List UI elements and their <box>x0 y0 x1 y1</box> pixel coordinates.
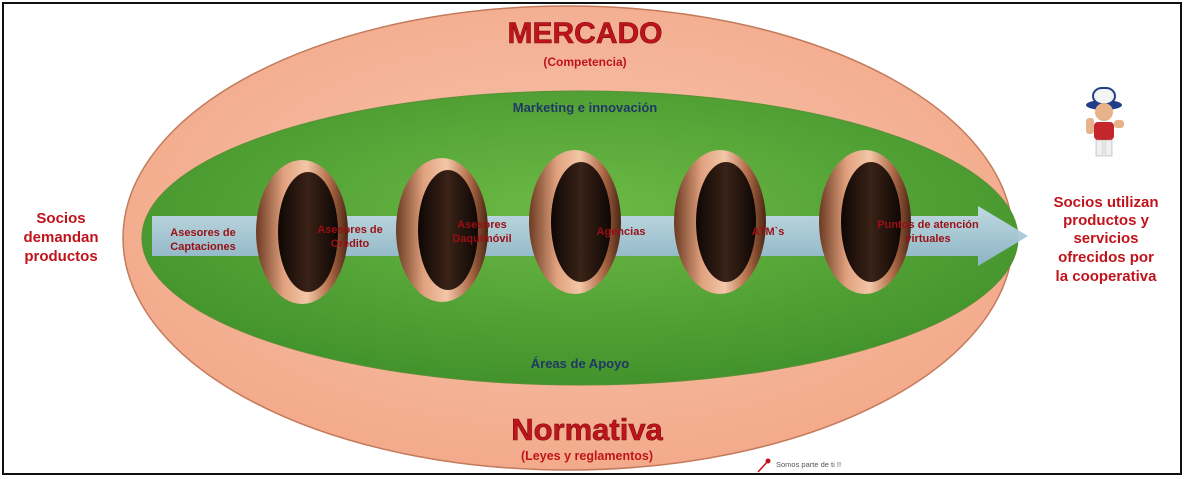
mascot-illustration <box>1086 87 1124 157</box>
channel-label-virtuales-l1: Puntos de atención <box>877 219 979 231</box>
slogan-text: Somos parte de ti !! <box>776 460 841 469</box>
channel-label-daquimovil-l2: Daquimóvil <box>452 233 511 245</box>
left-text-line-2: demandan <box>23 229 98 246</box>
channel-label-atm: ATM`s <box>752 226 785 238</box>
market-subtitle: (Competencia) <box>543 55 626 69</box>
left-text-line-1: Socios <box>36 210 85 227</box>
right-text-line-4: ofrecidos por <box>1058 249 1154 266</box>
ring-2 <box>396 158 488 302</box>
left-text-line-3: productos <box>24 248 97 265</box>
ring-5 <box>819 150 911 294</box>
right-text-line-5: la cooperativa <box>1056 268 1158 285</box>
right-text-line-3: servicios <box>1073 230 1138 247</box>
support-areas-label: Áreas de Apoyo <box>531 356 630 371</box>
ring-4 <box>674 150 766 294</box>
pin-icon <box>757 458 771 473</box>
ring-1 <box>256 160 348 304</box>
channel-label-daquimovil-l1: Asesores <box>457 219 507 231</box>
channel-label-agencias: Agencias <box>597 226 646 238</box>
market-title: MERCADO <box>508 17 663 50</box>
marketing-label: Marketing e innovación <box>513 100 658 115</box>
ring-3 <box>529 150 621 294</box>
channel-label-captaciones-l2: Captaciones <box>170 241 235 253</box>
regulation-subtitle: (Leyes y reglamentos) <box>521 449 653 463</box>
right-text-line-1: Socios utilizan <box>1053 194 1158 211</box>
right-text-line-2: productos y <box>1063 212 1149 229</box>
regulation-title: Normativa <box>511 412 663 447</box>
channel-label-virtuales-l2: virtuales <box>905 233 950 245</box>
channel-label-credito-l1: Asesores de <box>317 224 382 236</box>
channel-label-credito-l2: Crédito <box>331 238 370 250</box>
channel-label-captaciones-l1: Asesores de <box>170 227 235 239</box>
